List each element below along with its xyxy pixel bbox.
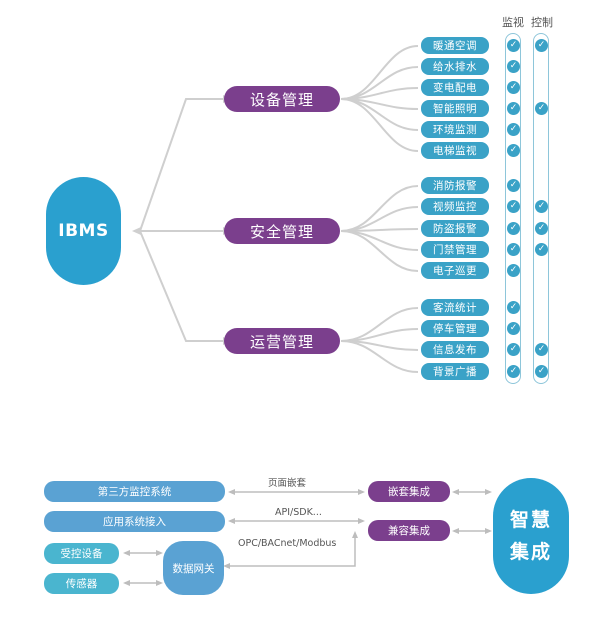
- item-smart-lighting: 智能照明: [421, 100, 489, 117]
- smart-integration-line1: 智慧: [509, 509, 552, 531]
- conn-label-page-embed: 页面嵌套: [268, 478, 307, 489]
- item-guard-patrol: 电子巡更: [421, 262, 489, 279]
- third-party-monitoring-system: 第三方监控系统: [44, 481, 225, 502]
- col-header-control: 控制: [531, 16, 553, 29]
- check-icon: ✓: [507, 301, 520, 314]
- sensor: 传感器: [44, 573, 119, 594]
- check-icon: ✓: [507, 60, 520, 73]
- item-information-release: 信息发布: [421, 341, 489, 358]
- check-icon: ✓: [507, 200, 520, 213]
- check-icon: ✓: [535, 343, 548, 356]
- category-operation-management: 运营管理: [224, 328, 340, 354]
- item-elevator-monitoring: 电梯监视: [421, 142, 489, 159]
- category-equipment-management: 设备管理: [224, 86, 340, 112]
- item-intrusion-alarm: 防盗报警: [421, 220, 489, 237]
- check-icon: ✓: [507, 365, 520, 378]
- col-header-monitor: 监视: [502, 16, 524, 29]
- smart-integration-node: 智慧 集成: [493, 478, 569, 594]
- check-icon: ✓: [507, 322, 520, 335]
- smart-integration-line2: 集成: [509, 541, 552, 563]
- check-icon: ✓: [507, 81, 520, 94]
- check-icon: ✓: [507, 343, 520, 356]
- check-icon: ✓: [535, 200, 548, 213]
- item-passenger-flow: 客流统计: [421, 299, 489, 316]
- check-icon: ✓: [535, 102, 548, 115]
- check-icon: ✓: [507, 144, 520, 157]
- conn-label-api: API/SDK...: [275, 507, 322, 518]
- item-water-supply-drainage: 给水排水: [421, 58, 489, 75]
- monitor-column-frame: [505, 33, 521, 384]
- item-power-distribution: 变电配电: [421, 79, 489, 96]
- check-icon: ✓: [507, 264, 520, 277]
- conn-label-protocols: OPC/BACnet/Modbus: [238, 538, 337, 549]
- check-icon: ✓: [507, 222, 520, 235]
- ibms-node: IBMS: [46, 177, 121, 285]
- item-parking-management: 停车管理: [421, 320, 489, 337]
- item-hvac: 暖通空调: [421, 37, 489, 54]
- check-icon: ✓: [507, 123, 520, 136]
- item-access-control: 门禁管理: [421, 241, 489, 258]
- compat-integration: 兼容集成: [368, 520, 450, 541]
- embed-integration: 嵌套集成: [368, 481, 450, 502]
- item-background-broadcast: 背景广播: [421, 363, 489, 380]
- controlled-device: 受控设备: [44, 543, 119, 564]
- item-fire-alarm: 消防报警: [421, 177, 489, 194]
- check-icon: ✓: [507, 243, 520, 256]
- category-security-management: 安全管理: [224, 218, 340, 244]
- check-icon: ✓: [535, 365, 548, 378]
- check-icon: ✓: [507, 102, 520, 115]
- control-column-frame: [533, 33, 549, 384]
- data-gateway: 数据网关: [163, 541, 224, 595]
- check-icon: ✓: [535, 39, 548, 52]
- check-icon: ✓: [535, 222, 548, 235]
- item-environment-monitoring: 环境监测: [421, 121, 489, 138]
- check-icon: ✓: [507, 39, 520, 52]
- check-icon: ✓: [535, 243, 548, 256]
- check-icon: ✓: [507, 179, 520, 192]
- item-video-surveillance: 视频监控: [421, 198, 489, 215]
- application-system-access: 应用系统接入: [44, 511, 225, 532]
